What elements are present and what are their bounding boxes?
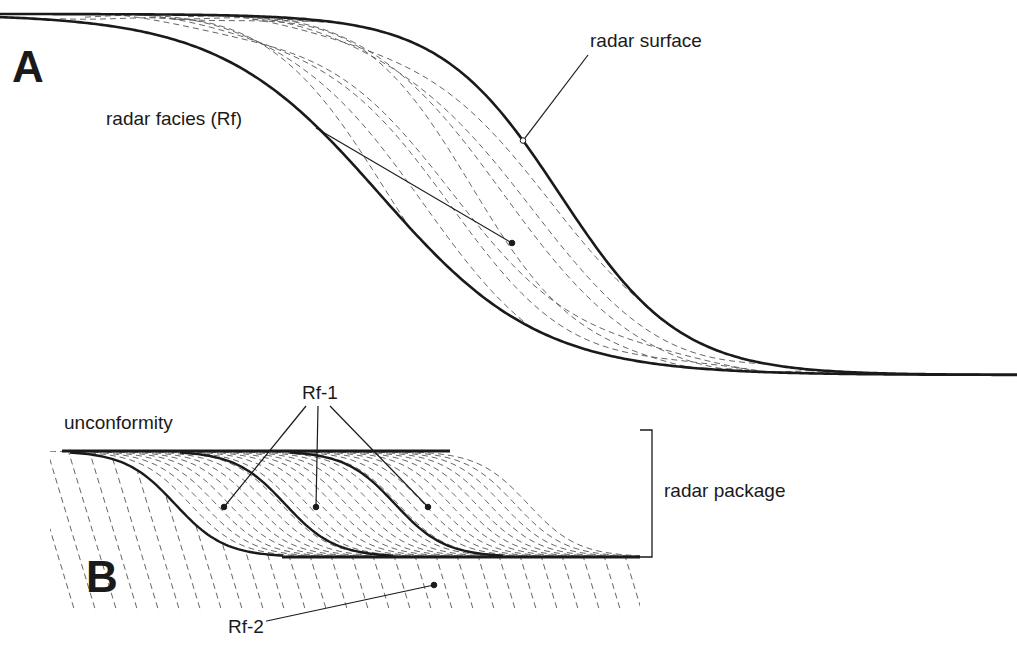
reflection-line xyxy=(341,17,1001,376)
leader-line xyxy=(330,406,428,507)
reflection-line xyxy=(20,430,75,612)
rf1-reflections xyxy=(50,451,667,556)
reflection-line xyxy=(238,14,898,378)
radar-facies-reflections xyxy=(60,11,1017,378)
leader-dot xyxy=(509,240,515,246)
facies-label: radar facies (Rf) xyxy=(104,108,244,130)
leader-dot xyxy=(221,504,227,510)
reflection-line xyxy=(141,451,420,556)
reflection-line xyxy=(174,18,834,372)
leader-line xyxy=(224,406,306,507)
reflection-line xyxy=(219,451,498,556)
reflection-line xyxy=(356,430,411,612)
reflection-line xyxy=(193,451,472,556)
leader-dot xyxy=(425,504,431,510)
unconformity-line xyxy=(62,450,450,453)
reflection-line xyxy=(388,451,667,556)
surface-label: radar surface xyxy=(588,30,704,52)
reflection-line xyxy=(608,430,663,612)
reflection-line xyxy=(50,451,329,556)
reflection-line xyxy=(85,15,745,369)
reflection-line xyxy=(375,451,654,556)
radar-surface-line xyxy=(70,453,283,556)
facies-label: Rf-1 xyxy=(300,382,340,404)
leader-line xyxy=(316,406,318,507)
reflection-line xyxy=(128,451,407,556)
rf2-reflections xyxy=(20,430,663,612)
reflection-line xyxy=(316,11,976,377)
reflection-line xyxy=(349,451,628,556)
reflection-line xyxy=(188,16,848,369)
package-base-line xyxy=(282,556,640,559)
facies-label: Rf-2 xyxy=(226,616,266,638)
unconformity-label: unconformity xyxy=(62,412,175,434)
radar-surface-line xyxy=(180,453,393,556)
reflection-line xyxy=(252,19,912,375)
package-bracket xyxy=(640,430,652,557)
reflection-line xyxy=(355,21,1015,371)
reflection-line xyxy=(482,430,537,612)
reflection-line xyxy=(440,430,495,612)
reflection-line xyxy=(545,430,600,612)
reflection-line xyxy=(271,451,550,556)
reflection-line xyxy=(503,430,558,612)
reflection-line xyxy=(213,15,873,373)
leader-dot xyxy=(313,504,319,510)
reflection-line xyxy=(232,451,511,556)
reflection-line xyxy=(258,451,537,556)
reflection-line xyxy=(323,451,602,556)
panel-letter: A xyxy=(10,42,46,93)
radar-surface-line xyxy=(0,17,1017,375)
reflection-line xyxy=(206,451,485,556)
leader-dot xyxy=(520,138,526,144)
panel-letter: B xyxy=(84,552,120,603)
package-label: radar package xyxy=(662,480,787,502)
reflection-line xyxy=(362,451,641,556)
reflection-line xyxy=(154,451,433,556)
reflection-line xyxy=(167,451,446,556)
reflection-line xyxy=(587,430,642,612)
reflection-line xyxy=(291,17,951,369)
reflection-line xyxy=(377,430,432,612)
reflection-line xyxy=(272,430,327,612)
reflection-line xyxy=(180,451,459,556)
leader-line xyxy=(262,585,434,622)
reflection-line xyxy=(277,18,937,368)
reflection-line xyxy=(63,451,342,556)
reflection-line xyxy=(124,16,784,375)
reflection-line xyxy=(245,451,524,556)
leader-dot xyxy=(431,582,437,588)
leader-line xyxy=(316,128,512,243)
leader-line xyxy=(523,55,588,141)
reflection-line xyxy=(380,19,1017,366)
reflection-line xyxy=(461,430,516,612)
radar-surface-line xyxy=(0,14,1017,375)
radar-surface-line xyxy=(290,453,503,556)
reflection-line xyxy=(405,11,1017,375)
reflection-line xyxy=(60,18,720,376)
reflection-line xyxy=(110,13,770,372)
reflection-line xyxy=(566,430,621,612)
reflection-line xyxy=(419,13,1017,377)
leader-lines xyxy=(221,55,588,622)
reflection-line xyxy=(336,451,615,556)
